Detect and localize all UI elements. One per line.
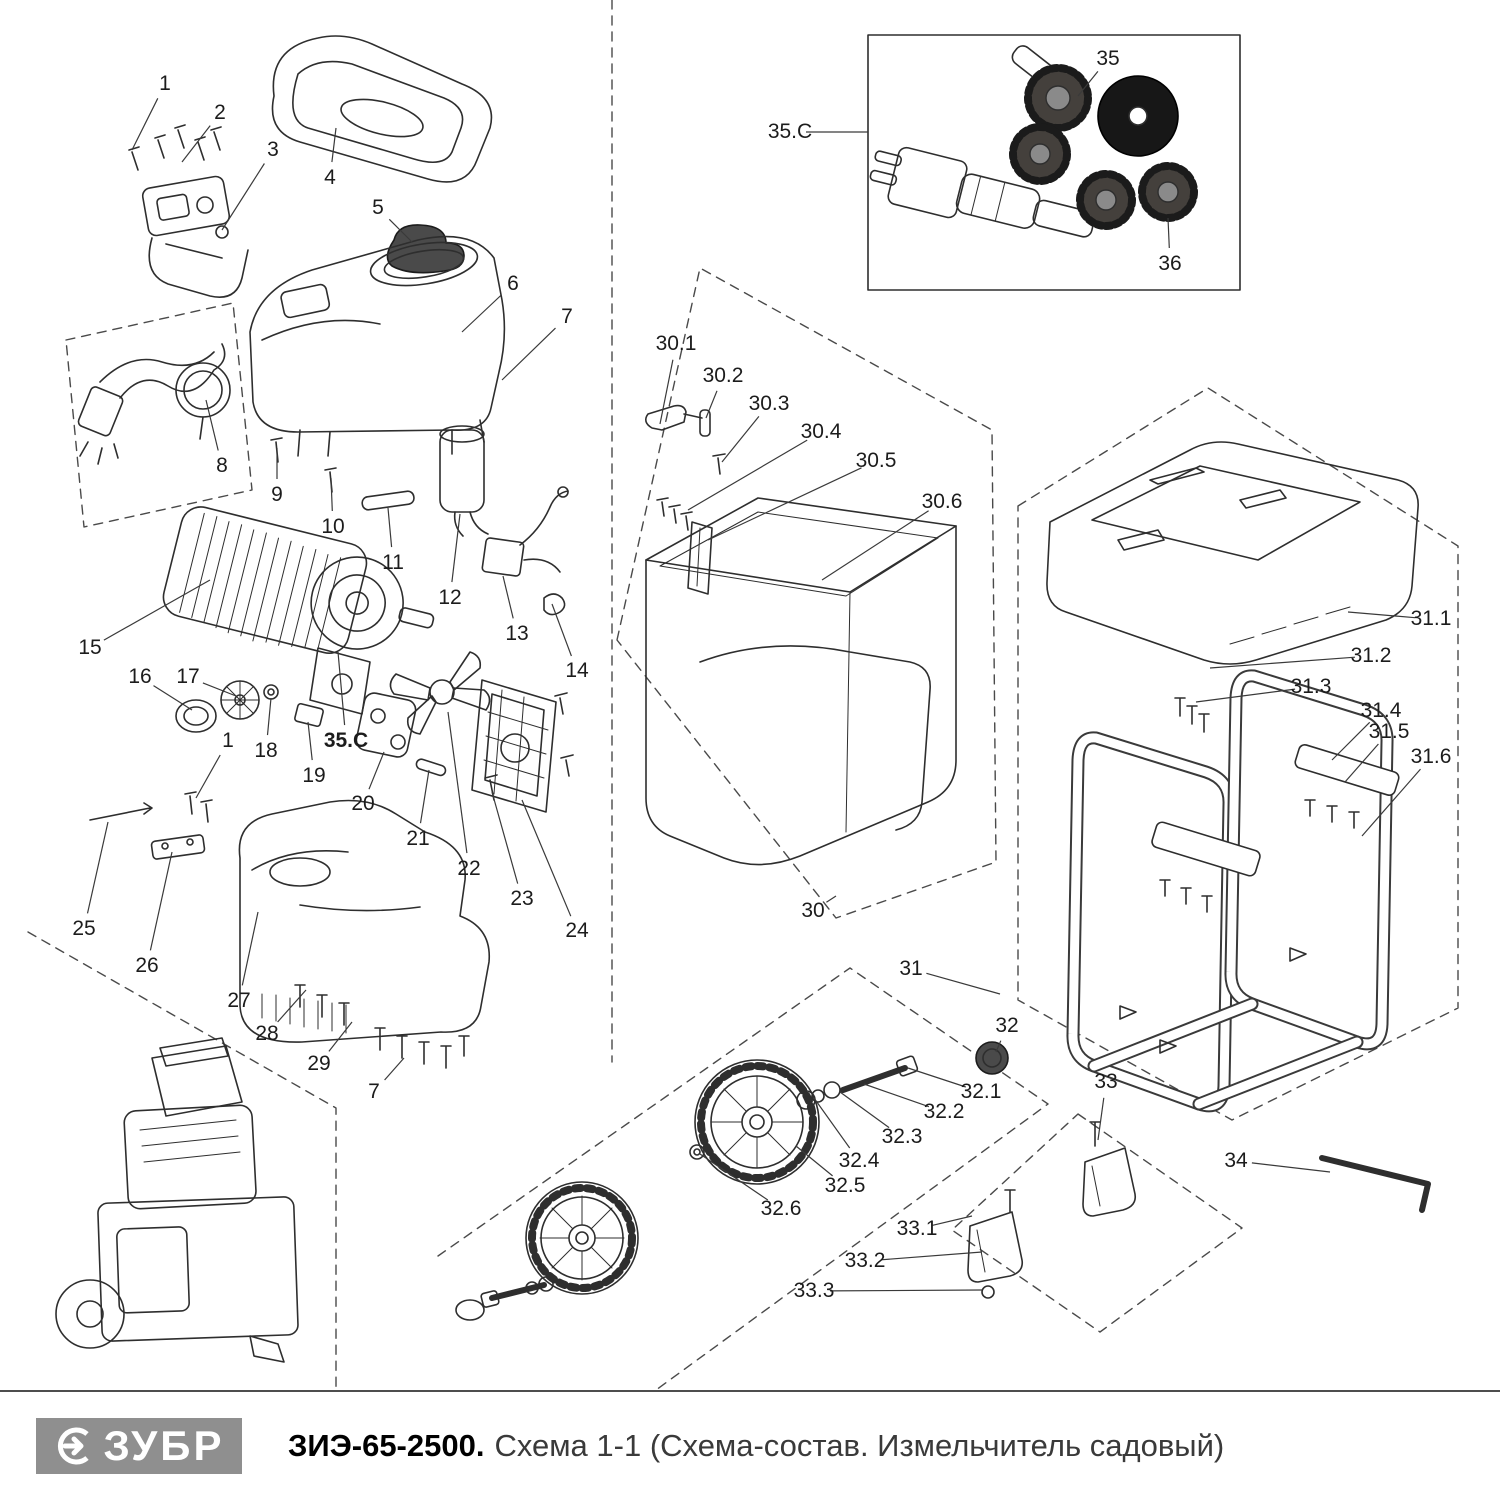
upper-housing-drawing	[249, 224, 506, 457]
document-title: ЗИЭ-65-2500. Схема 1-1 (Схема-состав. Изм…	[288, 1428, 1224, 1464]
collection-bin-drawing	[644, 404, 957, 866]
section-boundaries	[27, 0, 1459, 1390]
footer: ЗУБР ЗИЭ-65-2500. Схема 1-1 (Схема-состав…	[0, 1390, 1500, 1500]
inset-box	[867, 34, 1241, 291]
hopper-lid-drawing	[271, 35, 493, 183]
motor-drawing	[162, 506, 435, 715]
power-cord-drawing	[77, 343, 231, 465]
switch-panel-drawing	[141, 175, 249, 298]
impeller-drawing	[389, 651, 574, 813]
zubr-logo-text: ЗУБР	[103, 1422, 225, 1469]
frame-drawing	[1066, 669, 1400, 1113]
assembled-unit-drawing	[55, 1037, 299, 1363]
model-number: ЗИЭ-65-2500.	[288, 1428, 485, 1463]
gears-drawing	[1009, 45, 1198, 230]
scheme-name: Схема 1-1 (Схема-состав. Измельчитель са…	[494, 1428, 1225, 1463]
zubr-logo-icon	[58, 1427, 90, 1465]
wheels-drawing	[455, 1041, 1009, 1321]
capacitor-drawing	[439, 425, 569, 616]
diagram-canvas	[27, 0, 1459, 1390]
frame-cover-drawing	[1046, 441, 1419, 665]
small-fasteners-drawing	[270, 437, 415, 511]
cable-tie-drawing	[89, 791, 213, 860]
hex-key-drawing	[1319, 1155, 1431, 1213]
zubr-logo: ЗУБР	[36, 1418, 242, 1474]
feet-drawing	[967, 1121, 1137, 1299]
screws-drawing	[128, 124, 222, 171]
lower-housing-drawing	[238, 799, 491, 1069]
